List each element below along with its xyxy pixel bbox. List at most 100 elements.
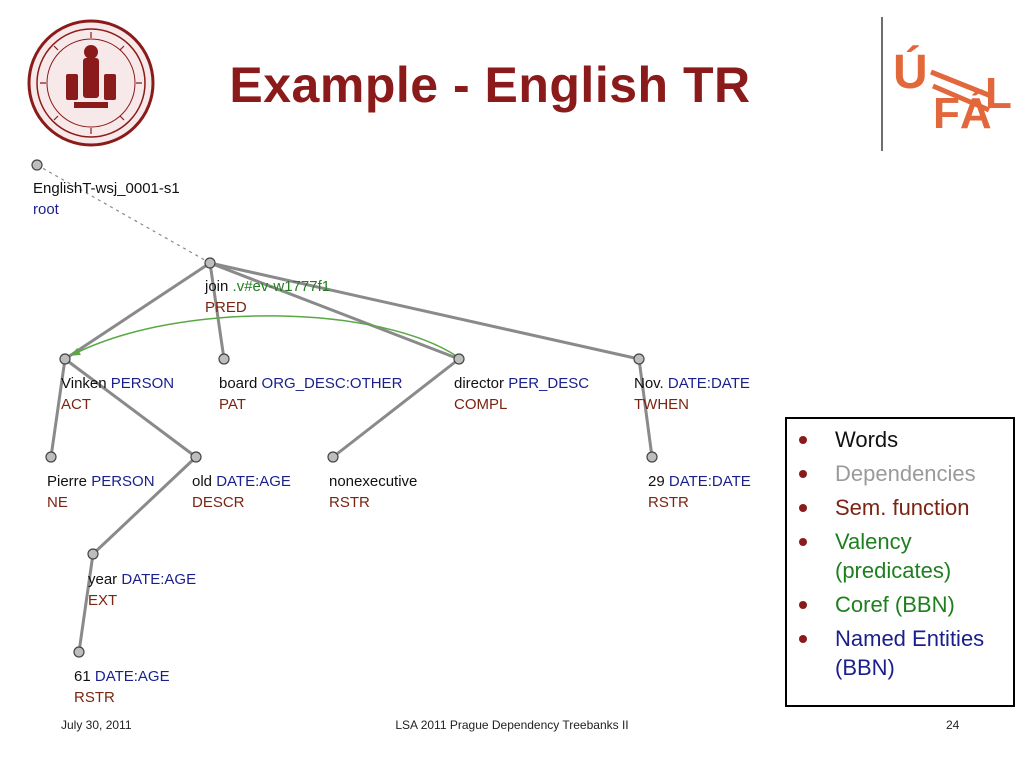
node-entity: PERSON [110,375,175,392]
ufal-logo-text-u: Ú [893,44,928,99]
node-entity: DATE:DATE [668,473,751,490]
node-function: RSTR [74,689,115,706]
legend-item-sem-function: Sem. function [787,493,1013,522]
legend-label: Coref (BBN) [835,592,955,617]
node-function: COMPL [454,396,508,413]
footer-page-number: 24 [946,718,960,732]
node-entity: PER_DESC [508,375,590,392]
node-function: RSTR [648,494,689,511]
node-dot-old [190,451,202,463]
legend-label: Named Entities (BBN) [835,626,985,680]
node-word: 29 [648,473,665,490]
tree-node-nonexecutive: nonexecutive RSTR [329,471,417,513]
root-label: root [33,201,59,218]
node-dot-root [31,159,43,171]
node-function: NE [47,494,68,511]
university-seal-logo [27,19,155,147]
tree-node-director: director PER_DESC COMPL [454,373,589,415]
node-word: old [192,473,213,490]
node-dot-d61 [73,646,85,658]
node-dot-nonexecutive [327,451,339,463]
node-dot-pierre [45,451,57,463]
tree-node-vinken: Vinken PERSON ACT [61,373,174,415]
node-word: Pierre [47,473,88,490]
edge-join-board [208,262,226,360]
bullet-icon [799,470,807,478]
edge-year-d61 [77,553,95,653]
node-word: year [88,571,118,588]
node-word: director [454,375,505,392]
logo-divider [881,17,883,151]
legend-label: Words [835,427,899,452]
tree-node-board: board ORG_DESC:OTHER PAT [219,373,402,415]
edge-join-vinken [64,261,211,361]
node-entity: ORG_DESC:OTHER [261,375,403,392]
footer-title: LSA 2011 Prague Dependency Treebanks II [395,718,629,732]
node-function: ACT [61,396,91,413]
node-dot-director [453,353,465,365]
legend-label: Sem. function [835,495,970,520]
node-entity: DATE:AGE [94,668,170,685]
node-dot-join [204,257,216,269]
node-word: board [219,375,258,392]
bullet-icon [799,635,807,643]
bullet-icon [799,504,807,512]
node-dot-d29 [646,451,658,463]
legend-label: Dependencies [835,461,976,486]
node-entity: PERSON [91,473,155,490]
node-entity: DATE:AGE [216,473,291,490]
legend-item-valency: Valency (predicates) [787,527,1013,585]
tree-node-year: year DATE:AGE EXT [88,569,196,611]
coref-arrow [70,315,459,358]
tree-node-pierre: Pierre PERSON NE [47,471,155,513]
legend-item-dependencies: Dependencies [787,459,1013,488]
ufal-logo: Ú FÁ L [893,44,1012,138]
slide-title: Example - English TR [229,57,751,113]
bullet-icon [799,436,807,444]
node-word: Vinken [61,375,107,392]
node-function: TWHEN [634,396,689,413]
tree-node-nov: Nov. DATE:DATE TWHEN [634,373,750,415]
tree-node-29: 29 DATE:DATE RSTR [648,471,751,513]
legend-item-coref: Coref (BBN) [787,590,1013,619]
tree-node-root: EnglishT-wsj_0001-s1 root [33,178,180,220]
node-function: PRED [205,299,247,316]
edge-vinken-old [64,357,197,459]
root-id: EnglishT-wsj_0001-s1 [33,180,180,197]
node-function: DESCR [192,494,245,511]
node-valency: .v#ev-w1777f1 [232,278,331,295]
node-entity: DATE:AGE [121,571,197,588]
node-function: RSTR [329,494,370,511]
legend-item-words: Words [787,425,1013,454]
node-entity: DATE:DATE [667,375,750,392]
node-word: 61 [74,668,91,685]
legend-item-named-entities: Named Entities (BBN) [787,624,1013,682]
edge-nov-d29 [637,358,654,458]
edge-join-director [209,261,460,361]
node-word: nonexecutive [329,473,418,490]
node-function: EXT [88,592,118,609]
node-dot-year [87,548,99,560]
node-function: PAT [219,396,246,413]
edge-vinken-pierre [49,358,67,458]
legend-list: Words Dependencies Sem. function Valency… [787,419,1013,682]
edge-root-join [36,164,211,264]
bullet-icon [799,601,807,609]
node-word: join [205,278,229,295]
edge-director-nonexecutive [332,357,460,459]
tree-node-61: 61 DATE:AGE RSTR [74,666,170,708]
bullet-icon [799,538,807,546]
tree-node-old: old DATE:AGE DESCR [192,471,291,513]
edge-join-nov [209,261,640,361]
edge-old-year [91,455,198,556]
node-dot-board [218,353,230,365]
node-dot-nov [633,353,645,365]
legend-label: Valency (predicates) [835,529,952,583]
legend-box: Words Dependencies Sem. function Valency… [785,417,1015,707]
tree-node-join: join .v#ev-w1777f1 PRED [205,276,330,318]
node-word: Nov. [634,375,664,392]
footer-date: July 30, 2011 [61,718,132,732]
node-dot-vinken [59,353,71,365]
